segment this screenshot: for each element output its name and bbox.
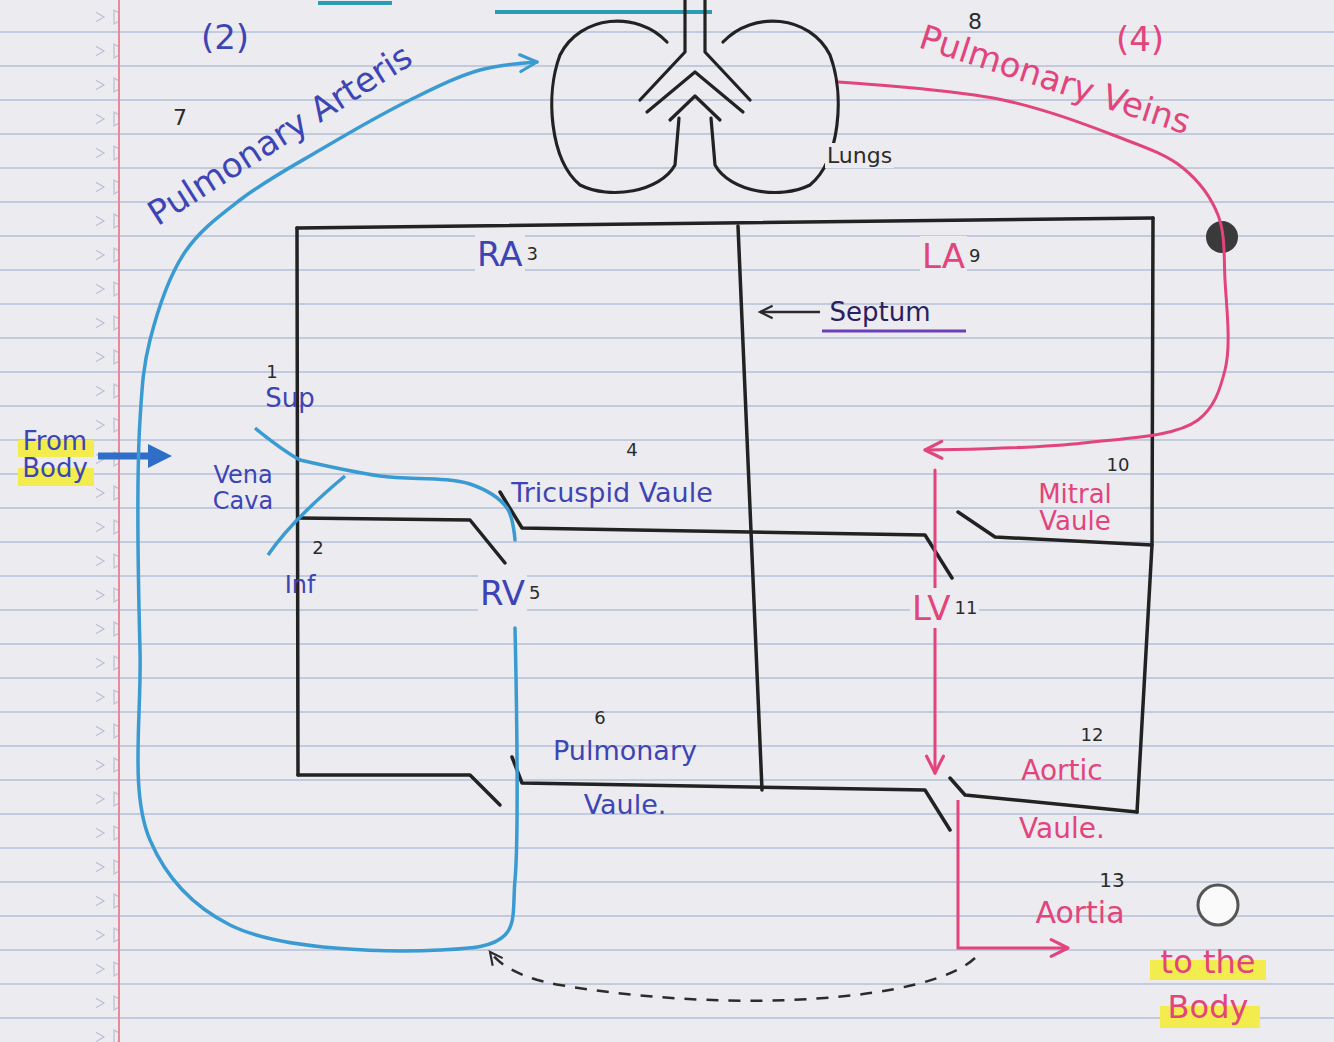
label-holder: Vena Cava (198, 462, 288, 515)
pulmonary-valve (298, 775, 500, 805)
valve-label: Tricuspid Vaule (507, 479, 717, 507)
lung-outline (552, 21, 679, 192)
label-holder: Septum (829, 298, 930, 327)
label-holder: 12 (1081, 725, 1104, 745)
node-text: Lungs (545, 0, 965, 168)
label-holder: From Body (5, 428, 105, 483)
vessel-label: Vena Cava (198, 462, 288, 515)
callout-number: 7 (173, 106, 187, 130)
heart-wall (297, 228, 298, 775)
label-holder: 6 (594, 708, 605, 728)
label-holder: Mitral Vaule (1005, 481, 1145, 536)
valve-label: Mitral Vaule (1005, 481, 1145, 536)
valve-label: Pulmonary Vaule. (525, 724, 725, 832)
valve-label: Aortic Vaule. (997, 742, 1127, 858)
callout-number: 13 (1099, 869, 1124, 891)
callout-number: (4) (1116, 21, 1164, 58)
label-holder: 13 (1099, 869, 1124, 891)
callout-number: 4 (626, 440, 637, 460)
tricuspid-valve (298, 518, 505, 563)
callout-number: 12 (1081, 725, 1104, 745)
inferior-vena-cava (268, 476, 345, 555)
label-holder: to the Body (1138, 940, 1278, 1030)
margin-line (118, 0, 120, 1042)
vessel-label: Inf (285, 572, 316, 598)
part-label: Septum (829, 298, 930, 327)
label-holder: 7 (173, 106, 187, 130)
callout-number: 1 (266, 362, 277, 382)
flow-label: to the Body (1138, 940, 1278, 1030)
label-holder: Pulmonary Arteris (141, 37, 418, 232)
inflow-arrow (98, 453, 160, 460)
superior-vena-cava (255, 428, 300, 460)
label-holder: 8 (968, 10, 982, 34)
heart-wall (297, 218, 1153, 228)
septum-pointer (760, 311, 820, 314)
label-holder: 4 (626, 440, 637, 460)
chamber-name: RV (478, 573, 527, 613)
label-holder: Tricuspid Vaule (507, 479, 717, 507)
label-holder: 10 (1107, 455, 1130, 475)
callout-number: 6 (594, 708, 605, 728)
vessel-label: Aortia (1035, 896, 1124, 929)
node-text: LA9 (768, 228, 1151, 276)
label-holder: (2) (201, 19, 249, 56)
blood-flow-connector (300, 460, 515, 540)
lung-outline (711, 21, 838, 192)
label-holder: Aortia (1035, 896, 1124, 929)
underline (822, 330, 966, 333)
label-holder: Pulmonary Vaule. (525, 724, 725, 832)
punch-hole (1198, 885, 1238, 925)
node-text: LV11 (768, 548, 1138, 628)
flow-label: From Body (5, 428, 105, 483)
callout-number: 5 (527, 582, 542, 603)
node-text: RA3 (300, 228, 738, 274)
callout-number: 3 (525, 243, 540, 264)
chamber-name: LV (910, 588, 952, 628)
callout-number: 2 (312, 538, 323, 558)
node-text: RV5 (300, 540, 738, 613)
label-holder: (4) (1116, 21, 1164, 58)
chamber-name: LA (920, 236, 967, 276)
label-holder: Inf (285, 572, 316, 598)
callout-number: 11 (952, 597, 979, 618)
return-flow (490, 952, 975, 1001)
callout-number: 8 (968, 10, 982, 34)
lungs-organ: Lungs (545, 0, 965, 200)
heart-chamber: LV11 (768, 548, 1138, 788)
label-holder: 1 (266, 362, 277, 382)
vessel-label: Pulmonary Arteris (141, 37, 418, 232)
vessel-label: Sup (265, 384, 315, 413)
callout-number: 10 (1107, 455, 1130, 475)
lung-outline (647, 72, 743, 112)
label-holder: Sup (265, 384, 315, 413)
aortic-valve (512, 757, 950, 830)
lungs-drawing (545, 0, 845, 200)
septum (738, 226, 762, 790)
label-holder: 2 (312, 538, 323, 558)
margin-marks (96, 0, 118, 1042)
underline (318, 1, 392, 5)
chamber-name: Lungs (825, 143, 894, 168)
chamber-name: RA (475, 234, 525, 274)
heart-wall (1137, 218, 1153, 812)
heart-chamber: RA3 (300, 228, 738, 518)
underline (495, 10, 712, 14)
callout-number: 9 (967, 245, 982, 266)
callout-number: (2) (201, 19, 249, 56)
label-holder: Aortic Vaule. (997, 742, 1127, 858)
lung-outline (670, 96, 720, 120)
